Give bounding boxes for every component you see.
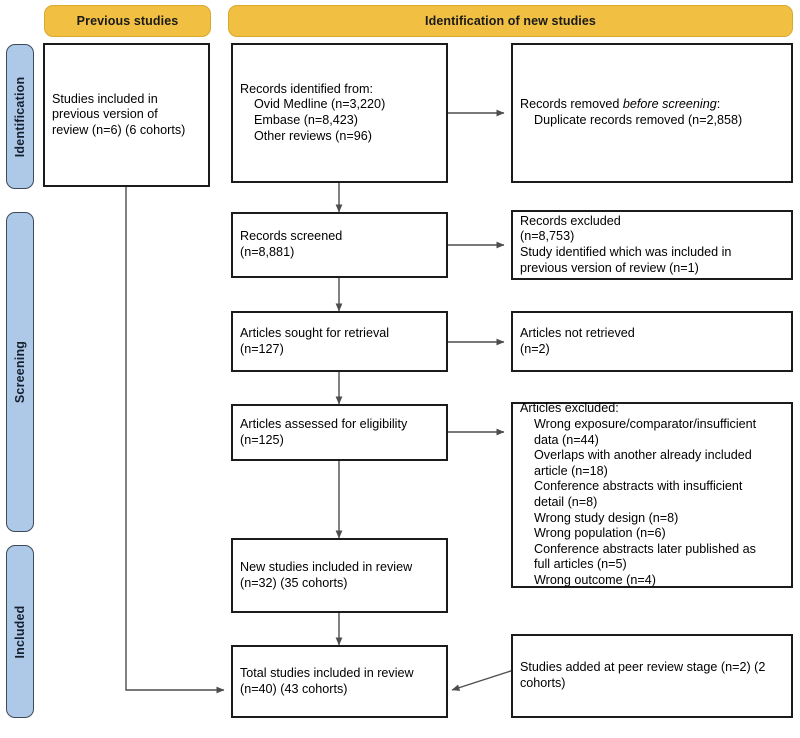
articles-assessed-for-eligibility-text: Articles assessed for eligibility (n=125… — [240, 416, 408, 447]
records-removed-prefix: Records removed — [520, 97, 623, 112]
header-previous-studies-label: Previous studies — [76, 14, 179, 28]
new-studies-included-box: New studies included in review (n=32) (3… — [231, 538, 448, 613]
articles-excluded-text: Articles excluded: Wrong exposure/compar… — [520, 401, 757, 587]
stage-rail-included-label: Included — [13, 605, 27, 658]
stage-rail-identification: Identification — [6, 44, 34, 189]
articles-not-retrieved-box: Articles not retrieved (n=2) — [511, 311, 793, 372]
header-identification-of-new-studies-label: Identification of new studies — [425, 14, 596, 28]
records-excluded-box: Records excluded (n=8,753) Study identif… — [511, 210, 793, 280]
records-removed-text: Records removed before screening: Duplic… — [513, 97, 749, 128]
total-studies-included-box: Total studies included in review (n=40) … — [231, 645, 448, 718]
arrow-peer-review-to-total — [451, 667, 521, 691]
previous-studies-included-text: Studies included in previous version of … — [52, 91, 186, 137]
articles-assessed-for-eligibility-box: Articles assessed for eligibility (n=125… — [231, 404, 448, 461]
studies-added-at-peer-review-text: Studies added at peer review stage (n=2)… — [520, 660, 766, 690]
records-identified-box: Records identified from: Ovid Medline (n… — [231, 43, 448, 183]
articles-sought-for-retrieval-box: Articles sought for retrieval (n=127) — [231, 311, 448, 372]
records-excluded-text: Records excluded (n=8,753) Study identif… — [520, 213, 732, 275]
arrow-previous-to-total — [125, 187, 225, 694]
records-removed-emphasis: before screening — [622, 97, 717, 112]
records-removed-box: Records removed before screening: Duplic… — [511, 43, 793, 183]
records-removed-suffix: : Duplicate records removed (n=2,858) — [534, 97, 743, 127]
stage-rail-identification-label: Identification — [13, 76, 27, 157]
stage-rail-included: Included — [6, 545, 34, 718]
studies-added-at-peer-review-box: Studies added at peer review stage (n=2)… — [511, 634, 793, 718]
stage-rail-screening: Screening — [6, 212, 34, 532]
articles-excluded-box: Articles excluded: Wrong exposure/compar… — [511, 401, 793, 588]
articles-not-retrieved-text: Articles not retrieved (n=2) — [520, 325, 635, 356]
header-identification-of-new-studies: Identification of new studies — [228, 5, 793, 37]
new-studies-included-text: New studies included in review (n=32) (3… — [240, 559, 413, 590]
stage-rail-screening-label: Screening — [13, 340, 27, 404]
articles-sought-for-retrieval-text: Articles sought for retrieval (n=127) — [240, 325, 390, 356]
records-screened-box: Records screened (n=8,881) — [231, 212, 448, 278]
records-identified-text: Records identified from: Ovid Medline (n… — [240, 81, 386, 143]
total-studies-included-text: Total studies included in review (n=40) … — [240, 665, 414, 696]
records-screened-text: Records screened (n=8,881) — [240, 229, 343, 259]
previous-studies-included-box: Studies included in previous version of … — [43, 43, 210, 187]
header-previous-studies: Previous studies — [44, 5, 211, 37]
